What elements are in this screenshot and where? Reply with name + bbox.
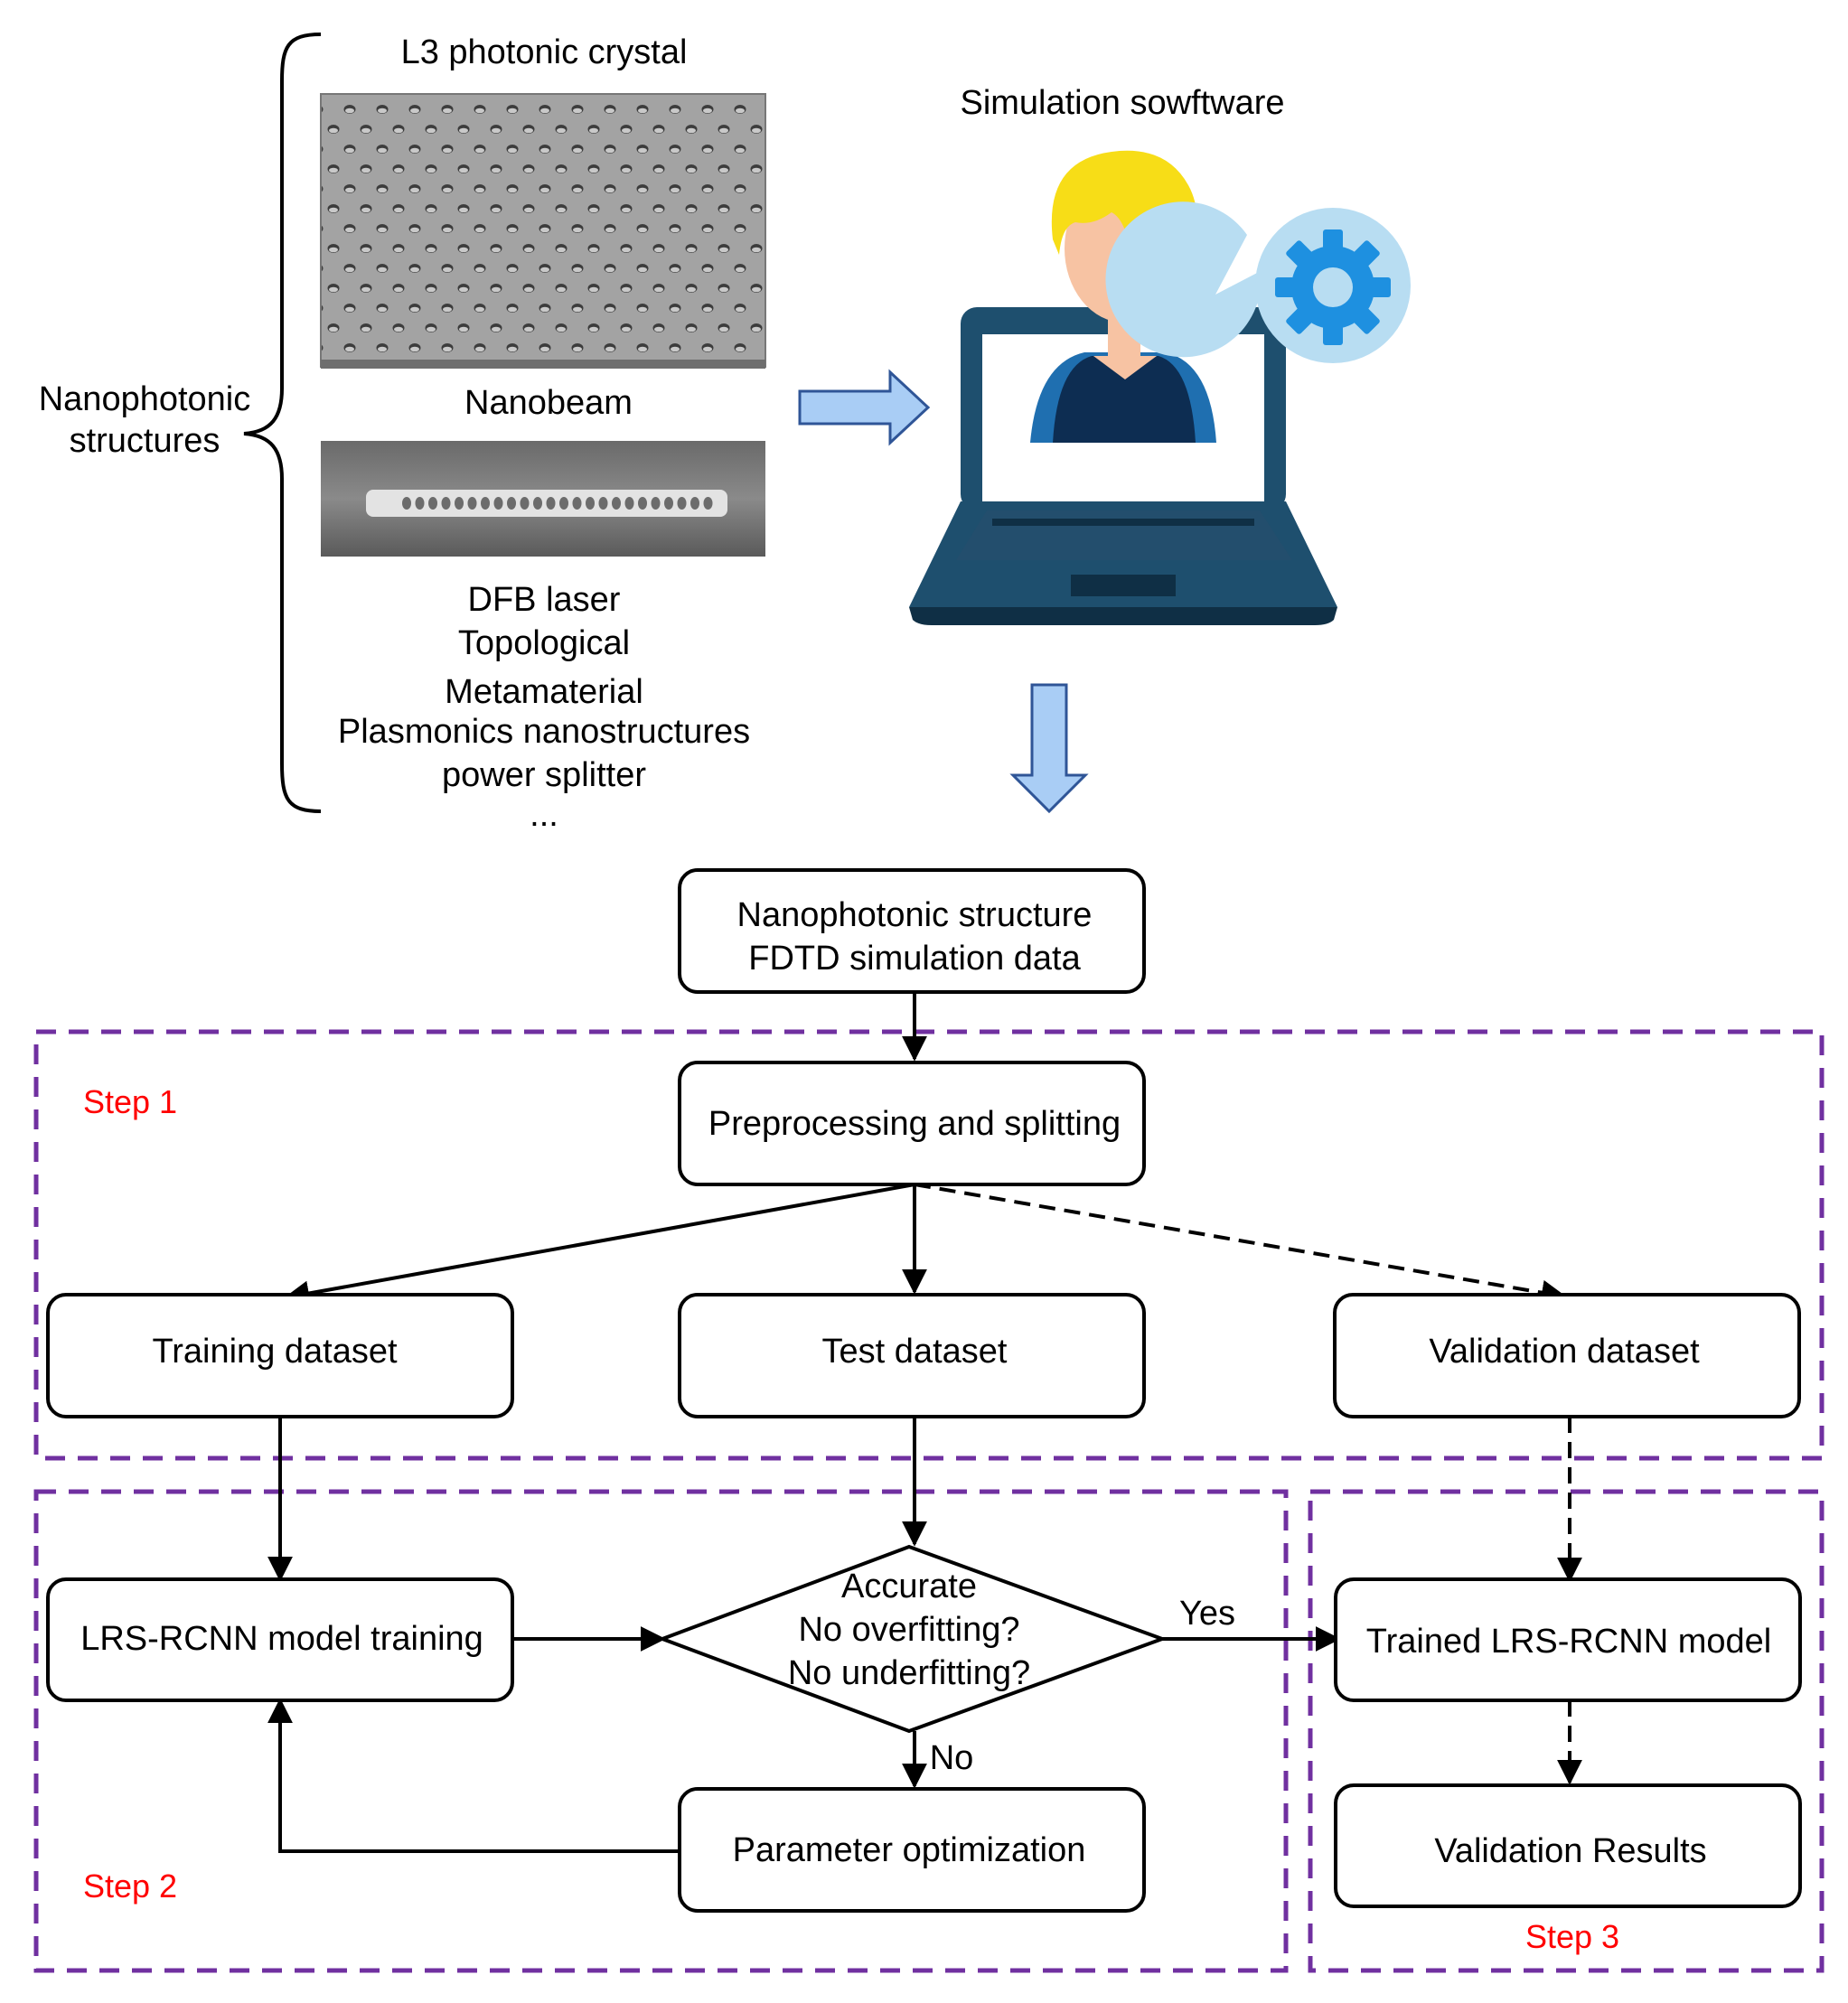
step3-label: Step 3 bbox=[1525, 1918, 1619, 1955]
nanobeam-hole bbox=[703, 497, 713, 510]
nanobeam-hole bbox=[467, 497, 477, 510]
nanobeam-hole bbox=[559, 497, 568, 510]
down-block-arrow bbox=[1009, 683, 1089, 814]
trained-model-box: Trained LRS-RCNN model bbox=[1334, 1577, 1802, 1702]
svg-text:Validation Results: Validation Results bbox=[1434, 1832, 1706, 1870]
svg-text:Preprocessing and splitting: Preprocessing and splitting bbox=[708, 1105, 1121, 1143]
model-training-box: LRS-RCNN model training bbox=[46, 1577, 514, 1702]
nanobeam-hole bbox=[507, 497, 516, 510]
svg-text:Validation dataset: Validation dataset bbox=[1429, 1333, 1700, 1371]
item-dfb-laser: DFB laser bbox=[468, 581, 621, 619]
item-topological: Topological bbox=[458, 624, 630, 662]
test-dataset-box: Test dataset bbox=[678, 1293, 1146, 1418]
svg-text:Test dataset: Test dataset bbox=[822, 1333, 1008, 1371]
group-label-line2: structures bbox=[70, 422, 220, 460]
param-optimization-box: Parameter optimization bbox=[678, 1787, 1146, 1913]
no-label: No bbox=[930, 1739, 974, 1777]
training-dataset-box: Training dataset bbox=[46, 1293, 514, 1418]
svg-text:FDTD simulation data: FDTD simulation data bbox=[748, 940, 1081, 978]
nanobeam-hole bbox=[520, 497, 530, 510]
item-plasmonics: Plasmonics nanostructures bbox=[338, 713, 750, 751]
curly-brace bbox=[243, 33, 322, 813]
nanobeam-hole bbox=[690, 497, 699, 510]
yes-label: Yes bbox=[1179, 1595, 1235, 1633]
arrow-preprocess-to-training bbox=[284, 1183, 915, 1306]
svg-text:Parameter optimization: Parameter optimization bbox=[733, 1831, 1086, 1869]
svg-text:Trained LRS-RCNN model: Trained LRS-RCNN model bbox=[1366, 1623, 1771, 1661]
decision-diamond: Accurate No overfitting? No underfitting… bbox=[657, 1544, 1168, 1734]
l3-crystal-image bbox=[320, 93, 766, 369]
nanobeam-hole bbox=[612, 497, 621, 510]
gear-bubble bbox=[1105, 201, 1411, 363]
svg-text:No overfitting?: No overfitting? bbox=[798, 1611, 1019, 1649]
step3-frame bbox=[1308, 1489, 1825, 1973]
gear-icon bbox=[1275, 229, 1391, 345]
nanobeam-hole bbox=[677, 497, 687, 510]
validation-results-box: Validation Results bbox=[1334, 1783, 1802, 1908]
nanobeam-hole bbox=[638, 497, 647, 510]
svg-text:Accurate: Accurate bbox=[841, 1568, 977, 1605]
arrow-preprocess-to-validation bbox=[914, 1183, 1567, 1306]
item-power-splitter: power splitter bbox=[442, 756, 646, 794]
item-metamaterial: Metamaterial bbox=[445, 673, 643, 711]
nanobeam-hole bbox=[402, 497, 411, 510]
step2-frame bbox=[33, 1489, 1289, 1973]
nanobeam-hole bbox=[481, 497, 490, 510]
nanobeam-hole bbox=[415, 497, 425, 510]
svg-text:Training dataset: Training dataset bbox=[152, 1333, 398, 1371]
nanobeam-hole bbox=[533, 497, 542, 510]
connectors bbox=[267, 992, 1582, 1853]
nanobeam-hole bbox=[651, 497, 661, 510]
svg-text:No underfitting?: No underfitting? bbox=[788, 1654, 1030, 1692]
svg-text:LRS-RCNN model training: LRS-RCNN model training bbox=[80, 1620, 483, 1658]
nanobeam-hole bbox=[598, 497, 608, 510]
nanobeam-hole bbox=[441, 497, 451, 510]
nanobeam-image bbox=[321, 441, 765, 557]
right-block-arrow bbox=[798, 369, 931, 446]
nanobeam-hole bbox=[586, 497, 595, 510]
step2-label: Step 2 bbox=[83, 1867, 177, 1905]
nanobeam-hole bbox=[624, 497, 634, 510]
nanobeam-hole bbox=[428, 497, 437, 510]
simulation-title: Simulation sowftware bbox=[960, 84, 1284, 122]
nanobeam-hole bbox=[572, 497, 582, 510]
validation-dataset-box: Validation dataset bbox=[1333, 1293, 1801, 1418]
item-ellipsis: ... bbox=[530, 796, 558, 834]
nanobeam-hole bbox=[664, 497, 673, 510]
svg-text:Nanophotonic structure: Nanophotonic structure bbox=[737, 896, 1093, 934]
source-box: Nanophotonic structure FDTD simulation d… bbox=[678, 868, 1146, 994]
preprocess-box: Preprocessing and splitting bbox=[678, 1061, 1146, 1186]
nanobeam-title: Nanobeam bbox=[464, 384, 633, 422]
step1-frame bbox=[33, 1029, 1825, 1461]
l3-crystal-title: L3 photonic crystal bbox=[401, 33, 688, 71]
nanobeam-hole bbox=[493, 497, 503, 510]
arrow-param-to-model bbox=[267, 1698, 680, 1853]
group-label-line1: Nanophotonic bbox=[39, 380, 251, 418]
structures-group: Nanophotonic structures L3 photonic crys… bbox=[39, 33, 766, 834]
nanobeam-hole bbox=[546, 497, 556, 510]
step1-label: Step 1 bbox=[83, 1083, 177, 1120]
nanobeam-hole bbox=[455, 497, 464, 510]
